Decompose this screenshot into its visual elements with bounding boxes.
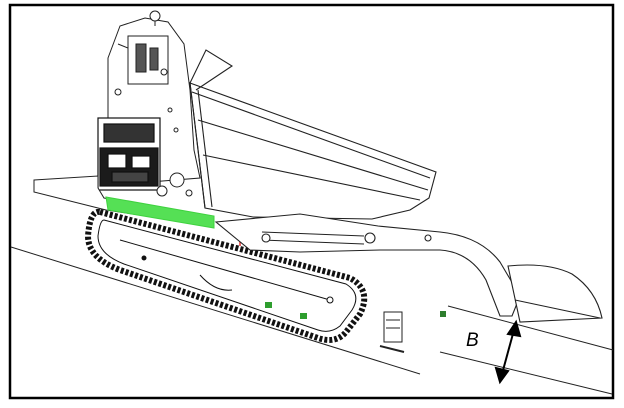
highlighted-frame-rail	[105, 196, 215, 229]
loader-arm	[214, 213, 521, 317]
marker-2	[300, 313, 307, 319]
diagram-frame	[8, 3, 615, 400]
marker-3	[440, 311, 446, 317]
dump-hopper	[189, 49, 437, 220]
marker-1	[265, 302, 272, 308]
rear-step	[379, 311, 405, 353]
operator-control-panel	[107, 10, 201, 183]
ground-slope	[10, 246, 614, 395]
loader-bucket	[507, 264, 603, 323]
clearance-dimension-label: B	[466, 330, 479, 351]
rubber-track	[84, 208, 368, 343]
clearance-dimension-arrow	[494, 319, 522, 385]
engine-block	[97, 117, 161, 191]
